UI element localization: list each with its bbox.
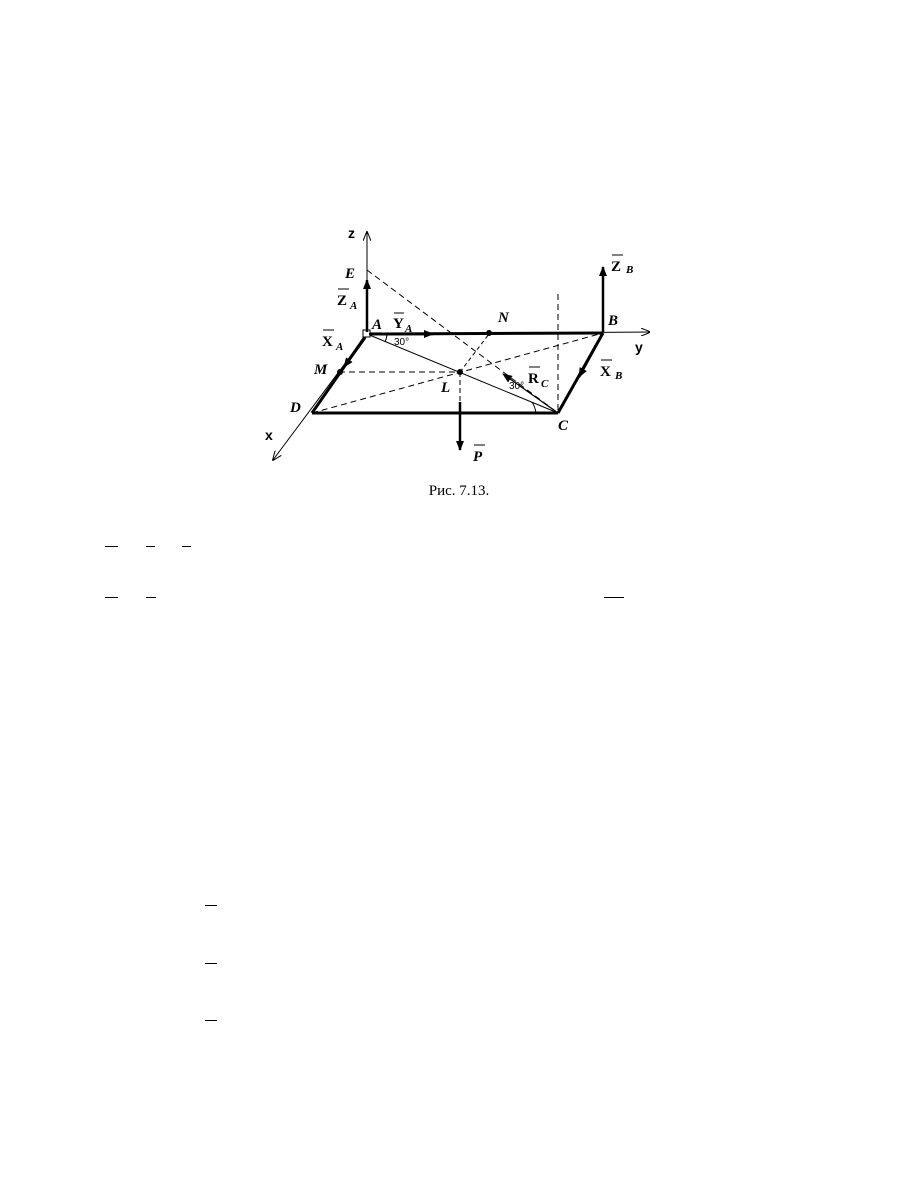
point-label-L: L xyxy=(440,380,450,396)
svg-text:X: X xyxy=(322,334,333,350)
figure-caption: Рис. 7.13. xyxy=(428,483,490,499)
figure-7-13: z y x E A N B M L D C Z A X A Y A Z B X … xyxy=(265,222,650,502)
angle-arc-A xyxy=(384,333,388,343)
overbar-mark xyxy=(205,905,217,906)
force-XB-arrow xyxy=(577,339,601,378)
point-label-A: A xyxy=(371,317,382,333)
point-label-N: N xyxy=(497,310,510,326)
point-label-B: B xyxy=(607,313,618,329)
plate-diagram: z y x E A N B M L D C Z A X A Y A Z B X … xyxy=(265,225,650,465)
axis-label-z: z xyxy=(348,225,355,241)
svg-text:R: R xyxy=(528,371,539,387)
force-XA-arrow xyxy=(342,337,367,368)
point-L-dot xyxy=(457,369,463,375)
overbar-mark xyxy=(205,1020,217,1021)
point-label-E: E xyxy=(344,266,355,282)
force-label-P: P xyxy=(473,444,485,465)
overbar-mark xyxy=(604,597,624,598)
force-label-RC: R C xyxy=(528,366,549,390)
overbar-mark xyxy=(146,597,156,598)
svg-text:A: A xyxy=(404,323,412,335)
overbar-mark xyxy=(205,963,217,964)
force-label-YA: Y A xyxy=(393,312,412,335)
force-label-ZA: Z A xyxy=(337,288,357,312)
force-RC-arrow xyxy=(502,373,559,414)
overbar-mark xyxy=(105,546,118,547)
svg-text:Y: Y xyxy=(393,316,404,332)
point-label-C: C xyxy=(558,418,569,434)
point-label-D: D xyxy=(289,400,301,416)
svg-text:C: C xyxy=(541,378,549,390)
overbar-mark xyxy=(182,546,191,547)
force-label-XB: X B xyxy=(600,359,622,382)
overbar-mark xyxy=(105,597,118,598)
point-N-dot xyxy=(486,330,492,336)
angle-label-A: 30° xyxy=(394,337,409,348)
line-LN xyxy=(459,333,490,373)
svg-text:A: A xyxy=(349,300,357,312)
svg-text:Z: Z xyxy=(337,293,347,309)
overbar-mark xyxy=(146,546,155,547)
point-M-dot xyxy=(337,369,343,375)
angle-arc-C xyxy=(531,401,537,414)
svg-text:X: X xyxy=(600,364,611,380)
axis-label-x: x xyxy=(265,427,273,443)
svg-text:A: A xyxy=(335,341,343,353)
force-label-XA: X A xyxy=(322,329,343,353)
svg-text:B: B xyxy=(625,264,633,276)
svg-text:P: P xyxy=(473,449,483,465)
axis-label-y: y xyxy=(635,339,643,355)
svg-text:Z: Z xyxy=(611,259,621,275)
point-label-M: M xyxy=(313,362,328,378)
angle-label-C: 30° xyxy=(509,381,524,392)
svg-text:B: B xyxy=(614,370,622,382)
force-label-ZB: Z B xyxy=(611,254,633,276)
